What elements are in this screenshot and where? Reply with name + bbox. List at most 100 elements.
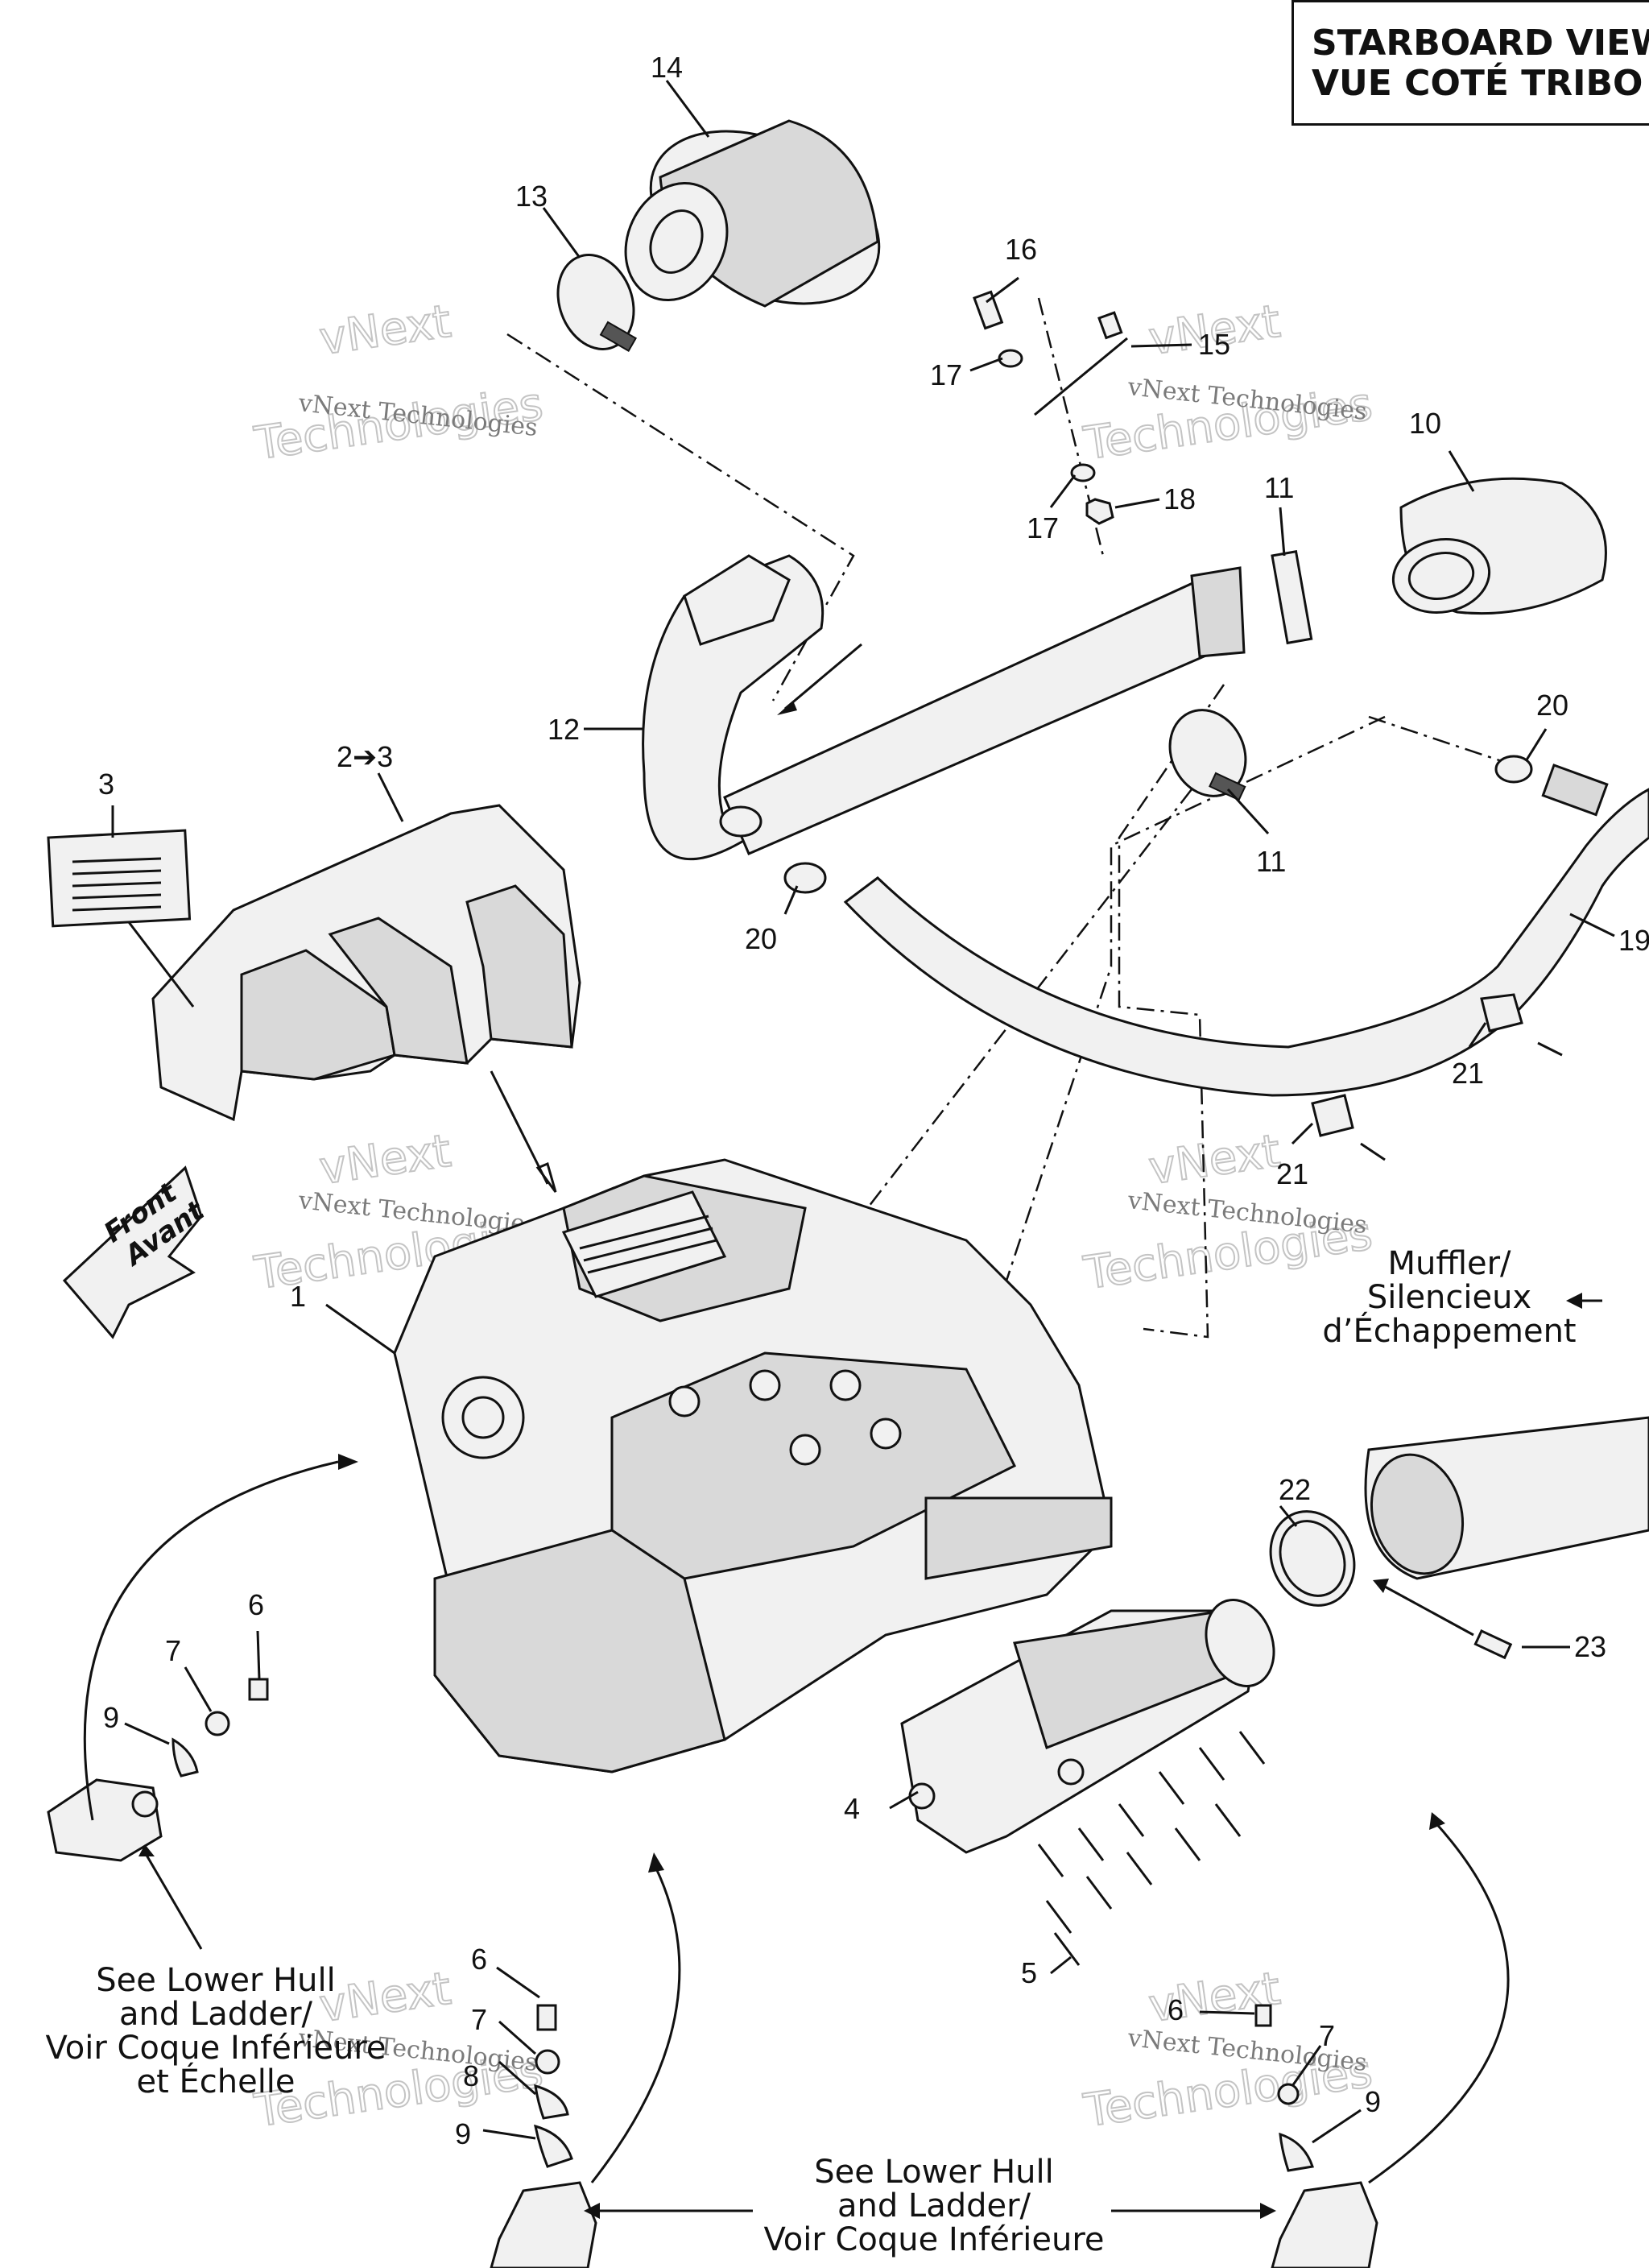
lower-hull-left-line3: Voir Coque Inférieure bbox=[45, 2030, 386, 2067]
watermark-mid-right: vNext Technologies vNext Technologies bbox=[1080, 1124, 1376, 1301]
pointer-arrow-left-mount bbox=[83, 1460, 339, 1821]
lower-hull-left-line2: and Ladder/ bbox=[119, 1996, 313, 2033]
part-exhaust-manifold-4 bbox=[900, 1599, 1275, 1854]
callout-18: 18 bbox=[1163, 482, 1196, 515]
leader-6a bbox=[256, 1630, 261, 1680]
callout-2-to-3: 2➔3 bbox=[337, 740, 393, 773]
pointer-arrow-right-mount bbox=[1368, 1819, 1510, 2184]
arrowhead bbox=[138, 1844, 155, 1856]
lower-hull-left-line1: See Lower Hull bbox=[96, 1962, 336, 1999]
callout-12: 12 bbox=[548, 713, 580, 746]
lower-hull-note-bottom: See Lower Hull and Ladder/ Voir Coque In… bbox=[763, 2154, 1104, 2258]
pointer-tube bbox=[784, 643, 862, 710]
leader-1 bbox=[325, 1303, 395, 1355]
leader-6c bbox=[1199, 2010, 1255, 2015]
callout-15: 15 bbox=[1198, 328, 1230, 361]
leader-21b bbox=[1291, 1122, 1314, 1145]
alignment-line-fasteners bbox=[1037, 297, 1105, 557]
pointer-arrow-bottom-mount bbox=[590, 1868, 681, 2183]
part-clips-21 bbox=[1311, 993, 1563, 1161]
part-engine-cover bbox=[47, 804, 581, 1122]
lower-hull-bottom-line2: and Ladder/ bbox=[837, 2187, 1031, 2225]
watermark-big-line1: vNext bbox=[316, 296, 454, 366]
watermark-top-left: vNext Technologies vNext Technologies bbox=[250, 295, 547, 471]
callout-20a: 20 bbox=[745, 922, 777, 955]
callout-17a: 17 bbox=[930, 358, 962, 391]
muffler-note-line1: Muffler/ bbox=[1387, 1245, 1511, 1282]
callout-7a: 7 bbox=[165, 1634, 181, 1667]
callout-22: 22 bbox=[1279, 1473, 1311, 1506]
arrowhead bbox=[1373, 1579, 1389, 1593]
part-intake-tube-12 bbox=[642, 554, 1246, 861]
label-lines bbox=[72, 857, 162, 912]
leader-8 bbox=[498, 2060, 536, 2096]
arrowhead bbox=[1566, 1293, 1582, 1309]
part-clamp-22 bbox=[1269, 1510, 1513, 1660]
part-clamp-13 bbox=[556, 254, 638, 352]
leader-9b bbox=[482, 2129, 536, 2140]
leader-6b bbox=[496, 1966, 540, 1999]
leader-9c bbox=[1312, 2109, 1362, 2144]
callout-numbers: 14 13 16 17 15 17 18 10 11 11 12 20 20 1… bbox=[98, 51, 1649, 2150]
leader-17b bbox=[1049, 474, 1077, 508]
callout-13: 13 bbox=[515, 180, 548, 213]
lower-hull-left-line4: et Échelle bbox=[136, 2062, 295, 2100]
leader-20b bbox=[1524, 728, 1548, 762]
callout-21a: 21 bbox=[1452, 1057, 1484, 1090]
lower-hull-bottom-line1: See Lower Hull bbox=[814, 2154, 1054, 2191]
callout-6c: 6 bbox=[1168, 1993, 1184, 2026]
leader-9a bbox=[124, 1722, 170, 1745]
front-direction-arrow bbox=[62, 1165, 203, 1339]
callout-16: 16 bbox=[1005, 233, 1037, 266]
alignment-line-exhaust bbox=[997, 715, 1386, 1306]
callout-20b: 20 bbox=[1536, 689, 1568, 722]
leader-11b bbox=[1226, 788, 1270, 835]
leader-19 bbox=[1569, 913, 1615, 937]
part-engine-mount-bottom bbox=[490, 2004, 597, 2268]
lower-hull-note-left: See Lower Hull and Ladder/ Voir Coque In… bbox=[45, 1962, 386, 2100]
watermark-big-line1: vNext bbox=[316, 1125, 454, 1195]
callout-8: 8 bbox=[463, 2059, 479, 2092]
alignment-line-hose bbox=[1368, 715, 1515, 767]
part-elbow-10 bbox=[1391, 477, 1607, 615]
callout-4: 4 bbox=[844, 1792, 860, 1825]
lower-hull-bottom-line3: Voir Coque Inférieure bbox=[763, 2221, 1104, 2258]
leader-7b bbox=[498, 2020, 536, 2055]
callout-6b: 6 bbox=[471, 1943, 487, 1976]
part-clamp-20 bbox=[783, 755, 1533, 894]
callout-3: 3 bbox=[98, 768, 114, 801]
leader-4 bbox=[889, 1790, 919, 1810]
view-title-line1: STARBOARD VIEW bbox=[1312, 23, 1649, 64]
arrowhead bbox=[584, 2203, 600, 2219]
leader-13 bbox=[542, 207, 581, 259]
leader-17a bbox=[969, 357, 1003, 372]
callout-5: 5 bbox=[1021, 1956, 1037, 1989]
part-muffler bbox=[1364, 1416, 1649, 1580]
part-engine-mount-right bbox=[1254, 2004, 1378, 2268]
arrowhead bbox=[648, 1852, 664, 1873]
watermark-big-line1: vNext bbox=[316, 1963, 454, 2033]
muffler-note-line2: Silencieux bbox=[1367, 1279, 1531, 1316]
leader-5 bbox=[1050, 1956, 1072, 1975]
part-clamp-11 bbox=[1168, 550, 1313, 801]
part-hose-19 bbox=[843, 764, 1649, 1097]
callout-9a: 9 bbox=[103, 1701, 119, 1734]
arrowhead bbox=[1260, 2203, 1276, 2219]
part-engine bbox=[393, 1158, 1113, 1773]
alignment-line-clamp bbox=[804, 788, 1192, 1289]
callout-6a: 6 bbox=[248, 1588, 264, 1621]
leader-10 bbox=[1448, 450, 1475, 492]
arrowhead bbox=[777, 701, 797, 715]
leader-14 bbox=[665, 80, 710, 138]
callout-11a: 11 bbox=[1264, 471, 1294, 504]
watermark-top-right: vNext Technologies vNext Technologies bbox=[1080, 295, 1376, 471]
callout-7b: 7 bbox=[471, 2003, 487, 2036]
arrowhead bbox=[338, 1454, 358, 1470]
leader-21a bbox=[1468, 1022, 1487, 1048]
leader-2to3 bbox=[377, 772, 404, 822]
pointer-pin bbox=[1384, 1585, 1474, 1637]
view-title-line2: VUE COTÉ TRIBO bbox=[1312, 63, 1643, 104]
callout-11b: 11 bbox=[1256, 845, 1286, 878]
